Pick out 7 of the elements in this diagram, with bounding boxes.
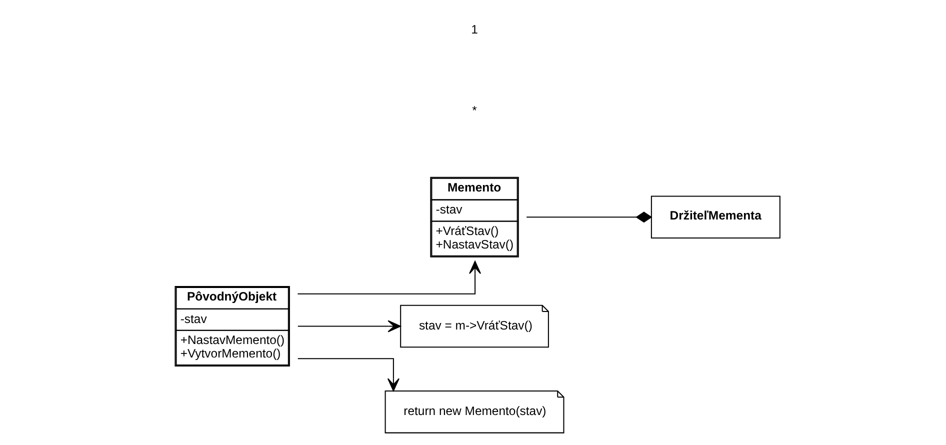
arrow <box>297 358 399 392</box>
node-box: DržiteľMementa <box>650 196 780 239</box>
label: * <box>472 103 476 118</box>
connector <box>526 212 652 223</box>
label: 1 <box>470 22 478 37</box>
arrow <box>297 320 400 332</box>
arrow <box>297 260 481 294</box>
